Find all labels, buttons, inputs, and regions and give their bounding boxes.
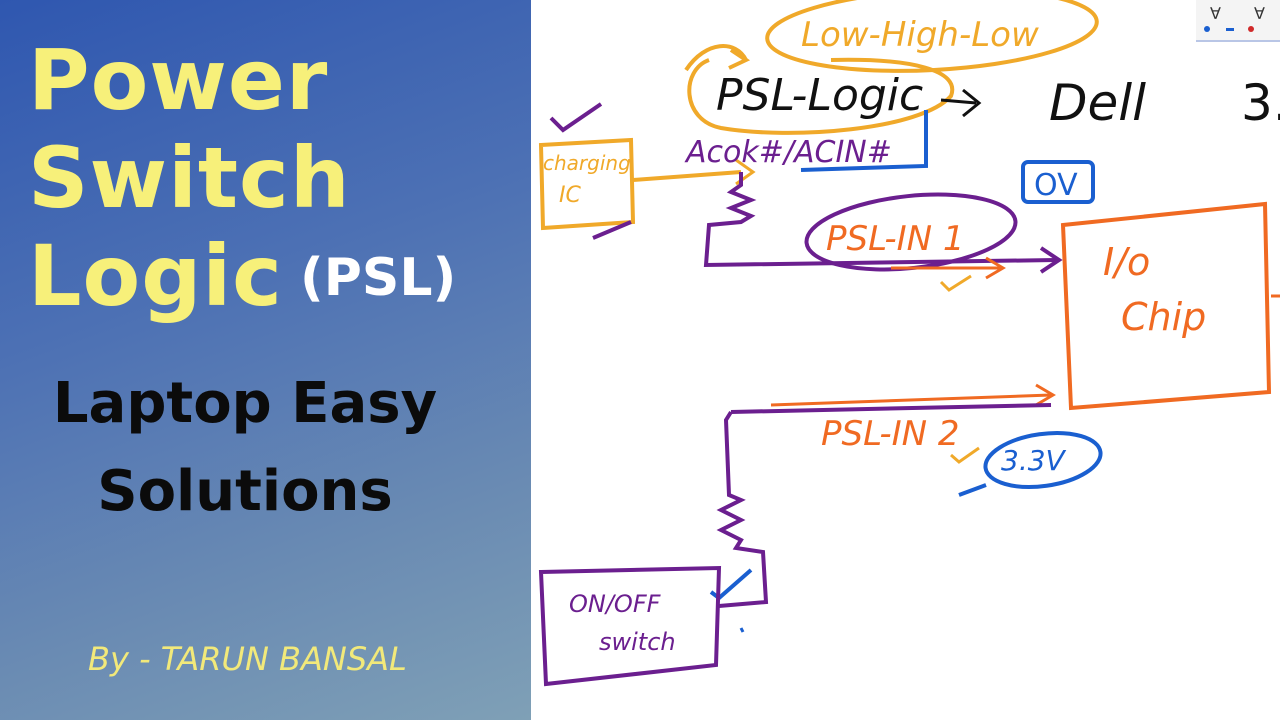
chevron-down-icon[interactable] bbox=[1226, 28, 1234, 31]
io-chip-block: I/o Chip bbox=[1060, 201, 1272, 411]
title-line-switch: Switch bbox=[28, 129, 351, 227]
psl-logic-label: PSL-Logic bbox=[716, 70, 923, 121]
onoff-label-1: ON/OFF bbox=[569, 590, 662, 618]
psl-in2-label: PSL-IN 2 bbox=[821, 414, 960, 454]
ov-badge: OV bbox=[1021, 160, 1095, 204]
subtitle-line-1: Laptop Easy bbox=[52, 371, 438, 436]
charging-ic-block: charging IC bbox=[538, 102, 756, 240]
red-color-dot[interactable] bbox=[1248, 26, 1254, 32]
psl-in1-line: PSL-IN 1 bbox=[703, 172, 1063, 292]
pen-tool-2-icon[interactable]: ∀ bbox=[1254, 4, 1265, 23]
psl-logic-block: PSL-Logic Dell 3. bbox=[684, 44, 1280, 135]
annotation-toolbar: ∀ ∀ bbox=[1196, 0, 1280, 42]
whiteboard-diagram: Low-High-Low PSL-Logic Dell 3. charging … bbox=[538, 0, 1280, 687]
ov-label: OV bbox=[1034, 168, 1078, 203]
title-panel: Power Switch Logic (PSL) Laptop Easy Sol… bbox=[0, 0, 531, 720]
subtitle-line-2: Solutions bbox=[97, 459, 393, 524]
title-line-power: Power bbox=[28, 31, 329, 129]
io-chip-label-2: Chip bbox=[1121, 295, 1206, 339]
onoff-switch-block: ON/OFF switch bbox=[538, 565, 722, 687]
low-high-low-callout: Low-High-Low bbox=[765, 0, 1099, 73]
pen-tool-icon[interactable]: ∀ bbox=[1210, 4, 1221, 23]
psl-in1-label: PSL-IN 1 bbox=[826, 219, 965, 259]
blue-color-dot[interactable] bbox=[1204, 26, 1210, 32]
charging-ic-label-2: IC bbox=[559, 183, 581, 208]
onoff-label-2: switch bbox=[599, 628, 676, 656]
charging-ic-label-1: charging bbox=[543, 151, 631, 175]
psl-in2-line: PSL-IN 2 3.3V bbox=[730, 383, 1103, 497]
io-chip-label-1: I/o bbox=[1103, 240, 1150, 284]
acok-label: Acok#/ACIN# bbox=[684, 135, 892, 170]
acok-signal: Acok#/ACIN# bbox=[684, 110, 928, 172]
v33-label: 3.3V bbox=[1001, 444, 1067, 477]
dell-label: Dell bbox=[1049, 74, 1146, 132]
title-line-logic: Logic bbox=[28, 227, 283, 325]
low-high-low-label: Low-High-Low bbox=[801, 15, 1039, 55]
dell-suffix: 3. bbox=[1241, 74, 1280, 132]
psl-tag: (PSL) bbox=[300, 248, 457, 308]
author-credit: By - TARUN BANSAL bbox=[88, 640, 407, 678]
